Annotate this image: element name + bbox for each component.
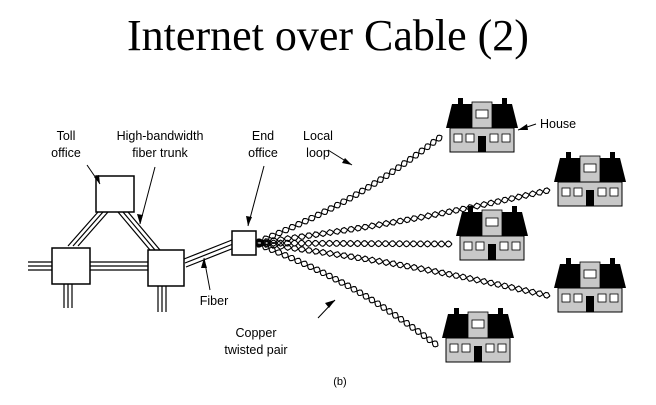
- trunk-top-left: [67, 211, 109, 247]
- house-window: [461, 343, 471, 353]
- label-copper-1: Copper: [236, 326, 277, 340]
- house: [442, 308, 514, 363]
- label-local-loop-2: loop: [306, 146, 330, 160]
- house-window: [573, 293, 583, 303]
- house: [554, 258, 626, 313]
- house-window: [573, 187, 583, 197]
- house-window: [609, 293, 619, 303]
- house-window: [485, 343, 495, 353]
- label-house: House: [540, 117, 576, 131]
- house-window: [499, 241, 509, 251]
- houses: [442, 98, 626, 363]
- house-window: [497, 343, 507, 353]
- stub-left: [28, 261, 52, 271]
- house-window: [583, 269, 597, 279]
- trunk-top-right: [117, 211, 161, 251]
- twisted-pair-strand: [255, 239, 453, 248]
- house-window: [583, 163, 597, 173]
- house-window: [597, 187, 607, 197]
- house-window: [511, 241, 521, 251]
- house-window: [465, 133, 475, 143]
- house: [456, 206, 528, 261]
- label-toll-office-1: Toll: [57, 129, 76, 143]
- house-window: [597, 293, 607, 303]
- twisted-pair-strand: [255, 188, 551, 246]
- twisted-pair-strand: [255, 240, 551, 299]
- house-window: [485, 217, 499, 227]
- twisted-pair-strand: [255, 242, 439, 347]
- house-door: [474, 346, 482, 362]
- house-chimney: [610, 258, 615, 266]
- end-office-box: [231, 230, 257, 256]
- twisted-pair-strand: [255, 135, 443, 244]
- house-chimney: [454, 308, 459, 316]
- house-window: [475, 109, 489, 119]
- house-window: [463, 241, 473, 251]
- house: [446, 98, 518, 153]
- house-chimney: [502, 98, 507, 106]
- house-door: [586, 296, 594, 312]
- fiber-link: [183, 239, 235, 268]
- house-window: [489, 133, 499, 143]
- label-copper-2: twisted pair: [224, 343, 287, 357]
- label-local-loop-1: Local: [303, 129, 333, 143]
- twisted-pair-strand: [255, 241, 439, 348]
- house-chimney: [468, 206, 473, 214]
- trunk-bottom: [90, 261, 148, 271]
- stub-bottom-right: [157, 286, 167, 312]
- local-loops: [255, 134, 551, 348]
- house-window: [471, 319, 485, 329]
- house-window: [475, 241, 485, 251]
- toll-office-network: [28, 175, 235, 312]
- house-chimney: [498, 308, 503, 316]
- toll-office-box-left: [51, 247, 91, 285]
- house-chimney: [458, 98, 463, 106]
- label-toll-office-2: office: [51, 146, 81, 160]
- house: [554, 152, 626, 207]
- house-door: [586, 190, 594, 206]
- house-door: [488, 244, 496, 260]
- slide-title: Internet over Cable (2): [127, 11, 529, 60]
- house-chimney: [566, 258, 571, 266]
- label-fiber-trunk-2: fiber trunk: [132, 146, 188, 160]
- house-window: [453, 133, 463, 143]
- house-chimney: [512, 206, 517, 214]
- house-window: [501, 133, 511, 143]
- house-chimney: [566, 152, 571, 160]
- label-fiber-trunk-1: High-bandwidth: [117, 129, 204, 143]
- stub-bottom-left: [63, 284, 73, 308]
- house-chimney: [610, 152, 615, 160]
- house-window: [561, 293, 571, 303]
- arrowheads: [94, 124, 528, 308]
- toll-office-box-top: [95, 175, 135, 213]
- house-window: [449, 343, 459, 353]
- label-end-office-1: End: [252, 129, 274, 143]
- subfigure-label: (b): [333, 376, 346, 388]
- label-fiber: Fiber: [200, 294, 228, 308]
- house-window: [561, 187, 571, 197]
- house-door: [478, 136, 486, 152]
- label-end-office-2: office: [248, 146, 278, 160]
- toll-office-box-right: [147, 249, 185, 287]
- house-window: [609, 187, 619, 197]
